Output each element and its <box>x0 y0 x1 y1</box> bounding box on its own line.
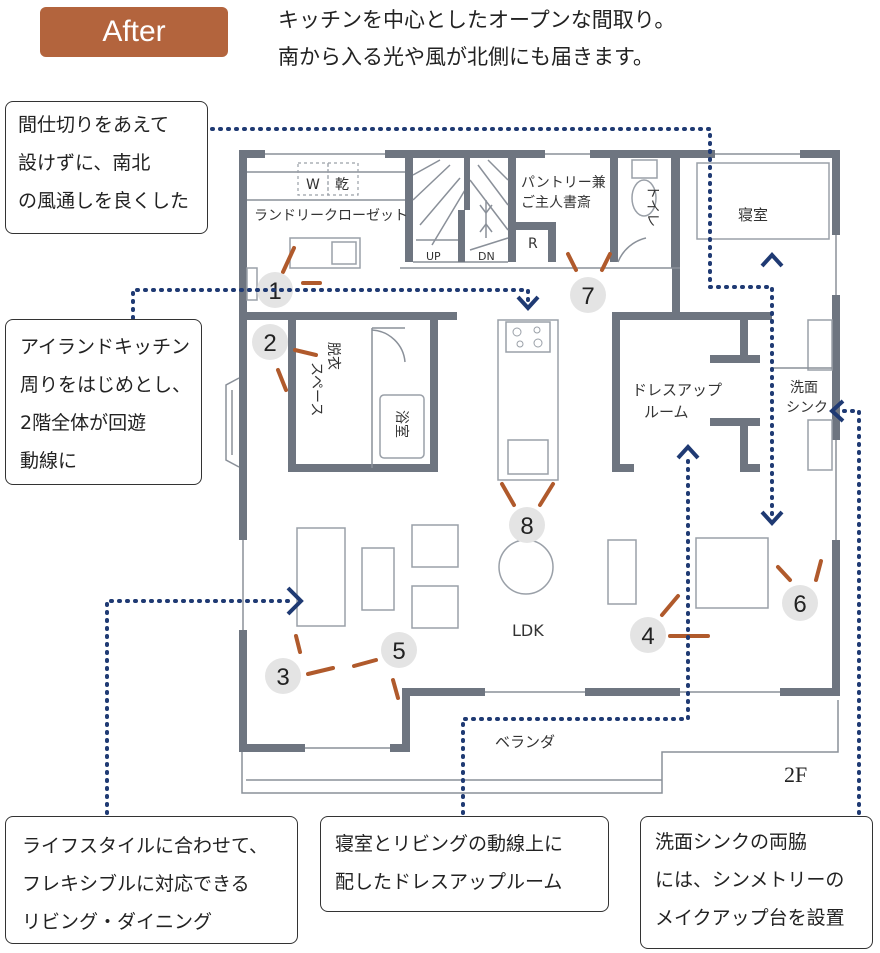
stair-dn: DN <box>478 250 495 263</box>
room-laundry: ランドリークローゼット <box>254 208 408 224</box>
svg-text:7: 7 <box>581 283 594 310</box>
callout-line: アイランドキッチン <box>20 336 191 358</box>
svg-text:3: 3 <box>276 664 289 691</box>
marker-2: 2 <box>252 324 288 360</box>
windows <box>225 150 840 752</box>
room-dressing-2: スペース <box>308 362 324 416</box>
room-dressing-1: 脱衣 <box>325 342 341 370</box>
headline-line-2: 南から入る光や風が北側にも届きます。 <box>278 45 654 69</box>
fixtures <box>246 158 833 629</box>
svg-text:4: 4 <box>641 623 654 650</box>
arrow-kitchen <box>516 295 540 311</box>
headline-line-1: キッチンを中心としたオープンな間取り。 <box>278 8 676 32</box>
room-pantry-1: パントリー兼 <box>521 175 606 191</box>
callout-line: 動線に <box>20 450 78 472</box>
room-veranda: ベランダ <box>495 733 555 751</box>
callout-line: 配したドレスアップルーム <box>335 871 563 893</box>
arrow-bedroom-down <box>760 510 784 526</box>
callout-line: ライフスタイルに合わせて、 <box>22 835 269 857</box>
callout-sink: 洗面シンクの両脇 には、シンメトリーの メイクアップ台を設置 <box>640 816 873 949</box>
room-pantry-2: ご主人書斎 <box>521 194 591 211</box>
room-bedroom: 寝室 <box>738 206 768 224</box>
headline: キッチンを中心としたオープンな間取り。 南から入る光や風が北側にも届きます。 <box>278 2 675 76</box>
callout-line: 2階全体が回遊 <box>20 412 147 434</box>
marker-6: 6 <box>782 585 818 621</box>
svg-text:8: 8 <box>520 513 533 540</box>
callout-ventilation: 間仕切りをあえて 設けずに、南北 の風通しを良くした <box>5 101 208 234</box>
room-toilet: トイレ <box>644 185 660 227</box>
callout-dress-up-room: 寝室とリビングの動線上に 配したドレスアップルーム <box>320 816 609 912</box>
callout-line: リビング・ダイニング <box>22 911 213 933</box>
callout-line: には、シンメトリーの <box>655 869 845 891</box>
callout-line: 設けずに、南北 <box>18 152 151 174</box>
view-lines <box>276 246 823 700</box>
callout-line: 寝室とリビングの動線上に <box>335 833 564 855</box>
markers: 1 2 3 4 5 6 7 8 <box>252 272 818 694</box>
route-c4 <box>461 456 690 815</box>
route-c1 <box>210 127 774 517</box>
svg-text:6: 6 <box>793 591 806 618</box>
arrow-sink <box>829 399 845 423</box>
route-c3 <box>105 599 292 815</box>
marker-7: 7 <box>570 277 606 313</box>
marker-3: 3 <box>265 658 301 694</box>
callout-line: フレキシブルに対応できる <box>22 873 250 895</box>
room-dress-up-1: ドレスアップ <box>632 381 722 399</box>
room-dry: 乾 <box>335 177 349 193</box>
room-ldk: LDK <box>512 621 544 640</box>
callout-line: 間仕切りをあえて <box>18 114 170 136</box>
room-sink-2: シンク <box>786 400 828 416</box>
room-bath: 浴室 <box>393 410 410 438</box>
arrow-dressup <box>676 444 700 460</box>
svg-text:2: 2 <box>263 330 276 357</box>
room-w: W <box>306 177 320 193</box>
callout-line: の風通しを良くした <box>18 190 190 212</box>
marker-4: 4 <box>630 617 666 653</box>
after-badge: After <box>40 7 228 57</box>
route-c5 <box>838 409 861 815</box>
svg-text:5: 5 <box>392 638 405 665</box>
route-c2 <box>131 288 530 320</box>
callout-circulation: アイランドキッチン 周りをはじめとし、 2階全体が回遊 動線に <box>5 319 202 485</box>
room-r: R <box>528 236 538 252</box>
stair-up: UP <box>426 250 441 263</box>
room-sink-1: 洗面 <box>790 380 818 396</box>
callout-line: メイクアップ台を設置 <box>655 907 845 929</box>
interior-walls <box>247 150 772 472</box>
arrow-living <box>286 586 304 616</box>
room-dress-up-2: ルーム <box>644 403 689 421</box>
arrow-bedroom-up <box>760 252 784 268</box>
veranda-outline <box>241 700 839 794</box>
floor-label: 2F <box>784 762 808 787</box>
marker-5: 5 <box>381 632 417 668</box>
route-lines <box>105 127 861 815</box>
marker-8: 8 <box>509 507 545 543</box>
callout-living-dining: ライフスタイルに合わせて、 フレキシブルに対応できる リビング・ダイニング <box>5 816 298 944</box>
room-labels: W 乾 ランドリークローゼット UP DN パントリー兼 ご主人書斎 R トイレ… <box>254 175 828 751</box>
callout-line: 洗面シンクの両脇 <box>655 831 808 853</box>
callout-line: 周りをはじめとし、 <box>20 374 192 396</box>
